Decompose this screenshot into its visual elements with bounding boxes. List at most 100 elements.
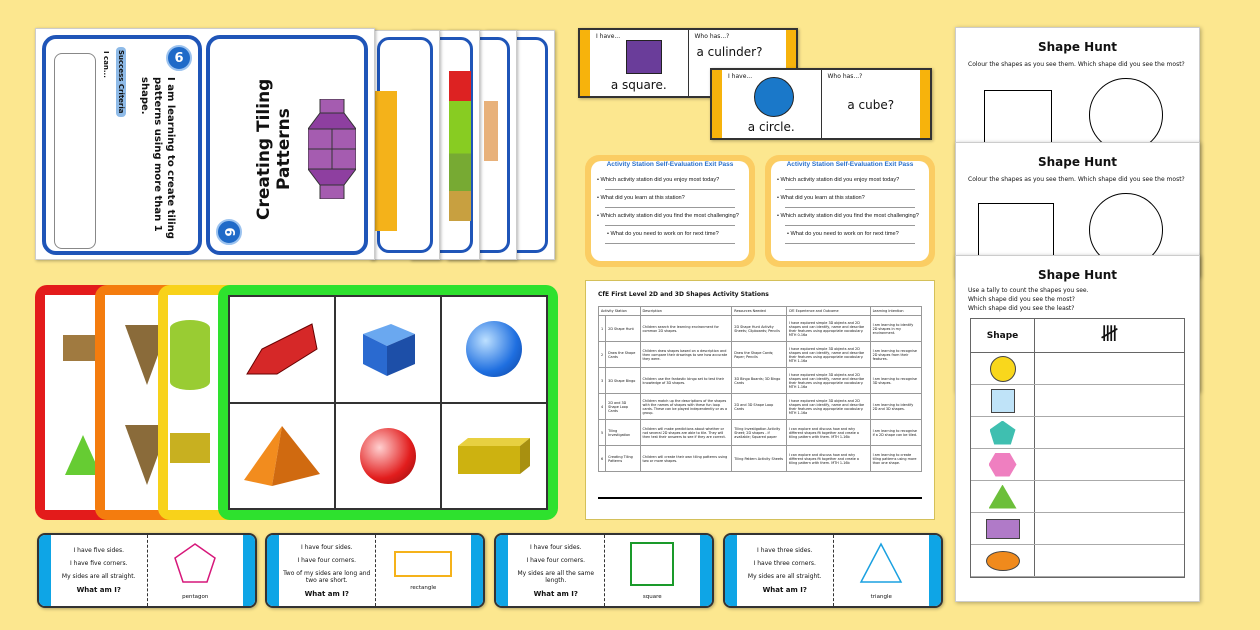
riddle-question: What am I?	[533, 589, 578, 598]
tally-row	[971, 513, 1184, 545]
shape-name: a circle.	[747, 120, 795, 134]
tally-cell[interactable]	[1035, 385, 1184, 416]
tally-cell[interactable]	[1035, 481, 1184, 512]
table-cell: 3D Shape Bingo	[605, 367, 641, 394]
tiling-pattern-icon	[308, 99, 356, 199]
clue-line: I have three sides.	[757, 547, 813, 554]
riddle-question: What am I?	[304, 589, 349, 598]
table-cell: Tiling Investigation	[605, 419, 641, 446]
column-header: Activity Station	[598, 306, 641, 316]
exit-pass-title: Activity Station Self-Evaluation Exit Pa…	[606, 161, 734, 168]
table-cell: 3	[597, 367, 607, 394]
clue-line: My sides are all straight.	[61, 573, 136, 580]
bingo-board-green	[218, 285, 558, 520]
question: • What did you learn at this station?	[597, 195, 743, 208]
table-cell: I have explored simple 3D objects and 2D…	[785, 341, 871, 368]
sphere-cell[interactable]	[441, 296, 547, 403]
riddle-question: What am I?	[76, 586, 121, 594]
i-have-label: I have...	[596, 33, 621, 40]
table-cell: 2D Shape Hunt Activity Sheets; Clipboard…	[731, 315, 787, 342]
answer-label: square	[642, 593, 662, 600]
question: • What do you need to work on for next t…	[777, 231, 923, 244]
riddle-card: I have five sides.I have five corners.My…	[37, 533, 257, 608]
question: • Which activity station did you enjoy m…	[777, 177, 923, 190]
sphere-cell[interactable]	[335, 402, 441, 509]
column-header: Description	[639, 306, 733, 316]
tally-cell[interactable]	[1035, 353, 1184, 384]
tally-cell[interactable]	[1035, 417, 1184, 448]
table-cell: 1	[597, 315, 607, 342]
tally-row	[971, 417, 1184, 449]
table-cell: 2D Shape Hunt	[605, 315, 641, 342]
number-badge: 6	[216, 219, 242, 245]
table-cell: I have explored simple 3D objects and 2D…	[785, 315, 871, 342]
triangular-prism-cell[interactable]	[229, 296, 335, 403]
tally-cell[interactable]	[1035, 545, 1184, 576]
triangle-icon	[988, 484, 1017, 509]
tally-row	[971, 353, 1184, 385]
circle-outline[interactable]	[1089, 78, 1163, 152]
riddle-question: What am I?	[762, 586, 807, 594]
exit-pass-title: Activity Station Self-Evaluation Exit Pa…	[786, 161, 914, 168]
clue-line: My sides are all straight.	[747, 573, 822, 580]
instruction: Which shape did you see the most?	[968, 296, 1075, 303]
clue-line: My sides are all the same length.	[517, 569, 595, 584]
cuboid-cell[interactable]	[441, 402, 547, 509]
tally-row	[971, 449, 1184, 481]
riddle-card: I have four sides.I have four corners.Tw…	[265, 533, 485, 608]
exit-pass: Activity Station Self-Evaluation Exit Pa…	[765, 155, 935, 267]
number-badge: 6	[166, 45, 192, 71]
instruction: Use a tally to count the shapes you see.	[968, 287, 1089, 294]
tally-row	[971, 481, 1184, 513]
tally-row	[971, 385, 1184, 417]
card-title: Creating Tiling Patterns	[254, 78, 294, 220]
answer-label: triangle	[870, 593, 892, 600]
table-cell: I have explored simple 3D objects and 2D…	[785, 367, 871, 394]
exit-pass: Activity Station Self-Evaluation Exit Pa…	[585, 155, 755, 267]
riddle-card: I have four sides.I have four corners.My…	[494, 533, 714, 608]
triangle-icon	[859, 541, 903, 586]
tally-cell[interactable]	[1035, 513, 1184, 544]
table-cell: Children search the learning environment…	[639, 315, 733, 342]
square-icon	[630, 541, 675, 586]
pyramid-cell[interactable]	[229, 402, 335, 509]
success-criteria-label: Success Criteria	[116, 47, 126, 117]
who-has-label: Who has...?	[694, 33, 730, 40]
answer-box[interactable]	[54, 53, 96, 249]
tally-cell[interactable]	[1035, 449, 1184, 480]
table-cell: Children match up the descriptions of th…	[639, 393, 733, 420]
instruction: Colour the shapes as you see them. Which…	[968, 176, 1185, 183]
answer-label: pentagon	[182, 593, 209, 600]
pentagon-icon	[173, 542, 217, 586]
clue-line: I have four sides.	[300, 543, 353, 551]
document-title: CfE First Level 2D and 3D Shapes Activit…	[598, 291, 769, 298]
table-cell: 3D Bingo Boards; 3D Bingo Cards	[731, 367, 787, 394]
table-cell: Tiling Investigation Activity Sheet; 2D …	[731, 419, 787, 446]
table-cell: I am learning to identify 2D and 3D shap…	[869, 393, 923, 420]
title-half: 6 Creating Tiling Patterns	[206, 35, 368, 255]
footer-rule	[598, 497, 922, 499]
table-cell: Creating Tiling Patterns	[605, 445, 641, 472]
who-has-label: Who has...?	[827, 73, 863, 80]
table-cell: I can explore and discuss how and why di…	[785, 419, 871, 446]
question: • Which activity station did you find th…	[597, 213, 743, 226]
card-back	[370, 30, 440, 260]
answer-label: rectangle	[410, 584, 437, 591]
clue-line: I have five corners.	[69, 560, 128, 567]
loop-card: I have...a square. Who has...?a culinder…	[578, 28, 798, 98]
table-cell: 4	[597, 393, 607, 420]
square-icon	[990, 388, 1015, 413]
learning-half: 6 I am learning to create tiling pattern…	[42, 35, 202, 255]
table-cell: Children draw shapes based on a descript…	[639, 341, 733, 368]
table-cell: Draw the Shape Cards; Paper; Pencils	[731, 341, 787, 368]
cube-cell[interactable]	[335, 296, 441, 403]
oval-icon	[985, 550, 1020, 571]
tiling-card: 6 I am learning to create tiling pattern…	[35, 28, 375, 260]
question: • What did you learn at this station?	[777, 195, 923, 208]
tally-row	[971, 545, 1184, 577]
tally-icon: 𝍸	[1100, 321, 1119, 347]
